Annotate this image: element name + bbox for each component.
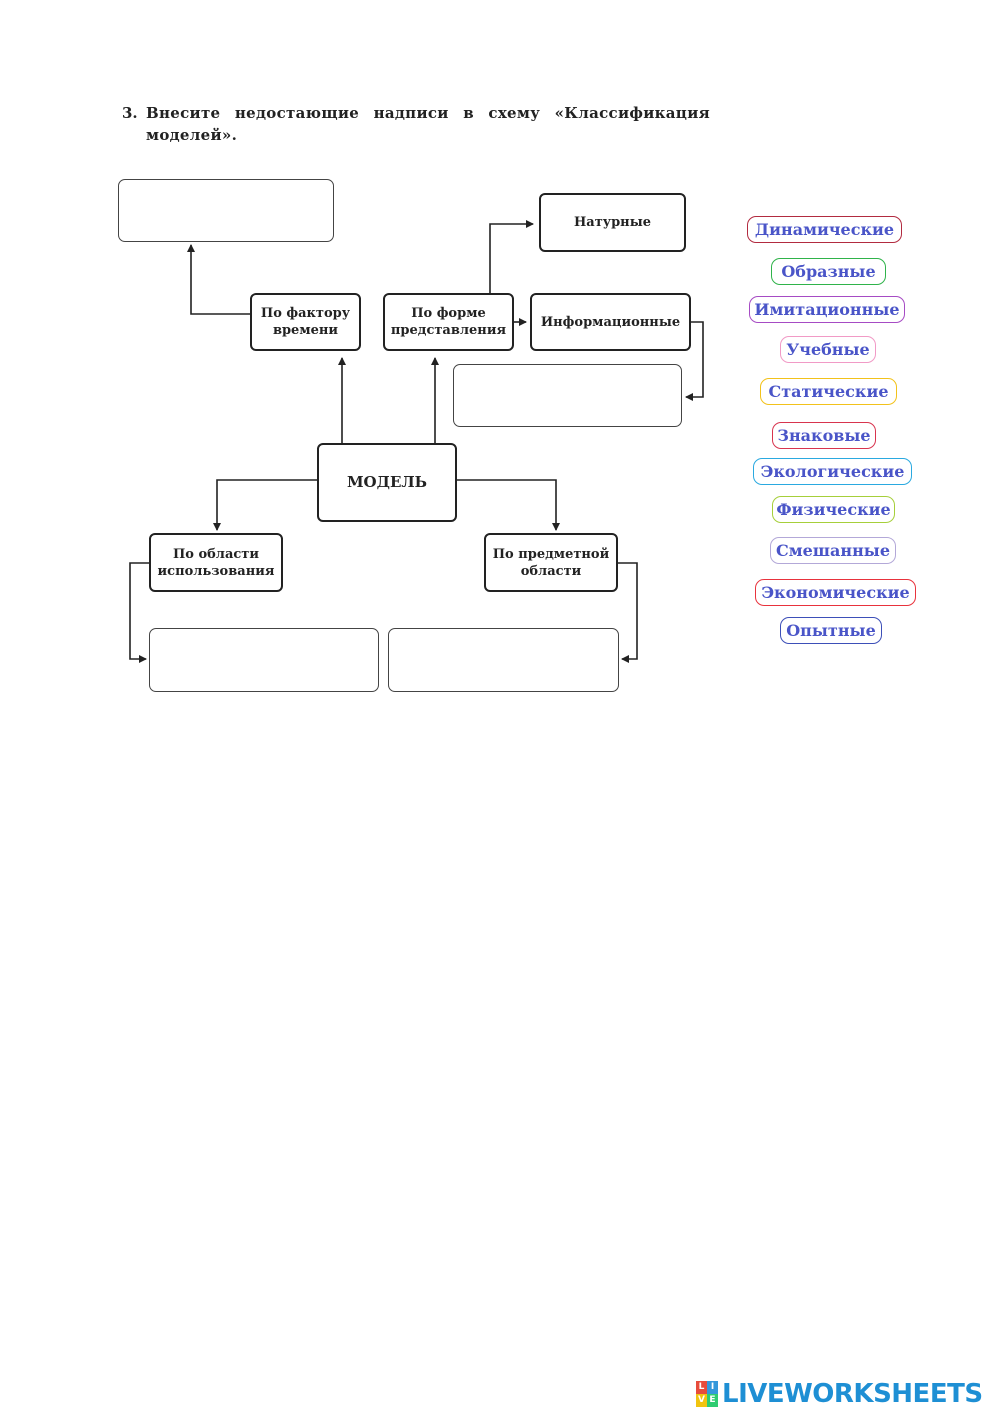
chip-ecological[interactable]: Экологические <box>753 458 912 485</box>
chip-imitation[interactable]: Имитационные <box>749 296 905 323</box>
box-representation-label: По форме представления <box>390 306 507 338</box>
chip-mixed[interactable]: Смешанные <box>770 537 896 564</box>
chip-physical[interactable]: Физические <box>772 496 895 523</box>
box-model: МОДЕЛЬ <box>317 443 457 522</box>
box-natural: Натурные <box>539 193 686 252</box>
chip-economic[interactable]: Экономические <box>755 579 916 606</box>
logo-icon: L I V E <box>696 1381 718 1407</box>
box-informational-label: Информационные <box>540 314 681 330</box>
box-subject-area: По предметной области <box>484 533 618 592</box>
chip-static[interactable]: Статические <box>760 378 897 405</box>
brand-name: LIVEWORKSHEETS <box>722 1379 983 1409</box>
box-subject-area-label: По предметной области <box>492 546 610 579</box>
answer-box-informational[interactable] <box>453 364 682 427</box>
liveworksheets-logo: L I V E LIVEWORKSHEETS <box>696 1377 996 1411</box>
chip-sign[interactable]: Знаковые <box>772 422 876 449</box>
box-time-factor-label: По фактору времени <box>260 306 351 338</box>
chip-experimental[interactable]: Опытные <box>780 617 882 644</box>
chip-educational[interactable]: Учебные <box>780 336 876 363</box>
answer-box-subject-area[interactable] <box>388 628 619 692</box>
task-number: 3. <box>122 104 138 122</box>
task-text: Внесите недостающие надписи в схему «Кла… <box>146 104 710 144</box>
chip-figurative[interactable]: Образные <box>771 258 886 285</box>
box-usage-area-label: По области использования <box>157 546 275 579</box>
chip-dynamic[interactable]: Динамические <box>747 216 902 243</box>
box-model-label: МОДЕЛЬ <box>346 473 428 491</box>
box-natural-label: Натурные <box>574 215 651 230</box>
box-time-factor: По фактору времени <box>250 293 361 351</box>
box-representation: По форме представления <box>383 293 514 351</box>
answer-box-time-factor[interactable] <box>118 179 334 242</box>
box-usage-area: По области использования <box>149 533 283 592</box>
answer-box-usage-area[interactable] <box>149 628 379 692</box>
box-informational: Информационные <box>530 293 691 351</box>
